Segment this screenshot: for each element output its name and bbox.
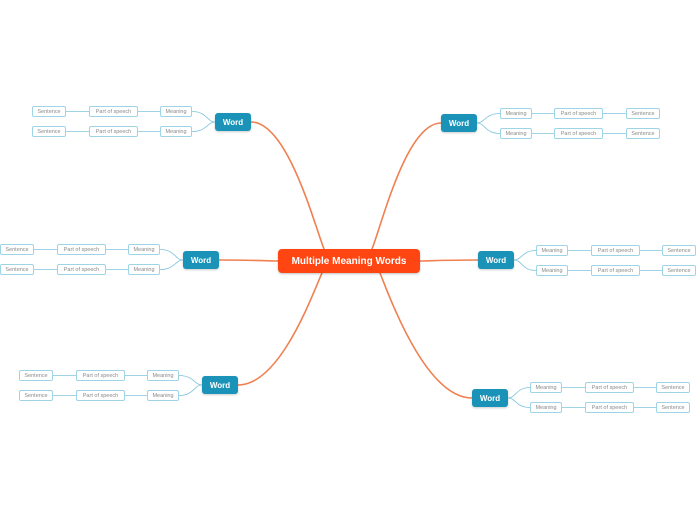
meaning-node[interactable]: Meaning (160, 106, 192, 117)
main-connector (237, 272, 323, 386)
part-of-speech-node[interactable]: Part of speech (585, 402, 634, 413)
sub-connector (476, 113, 501, 124)
main-connector (250, 121, 325, 250)
meaning-node[interactable]: Meaning (147, 390, 179, 401)
main-connector (419, 259, 479, 262)
sentence-node[interactable]: Sentence (32, 106, 66, 117)
part-of-speech-node[interactable]: Part of speech (76, 390, 125, 401)
sub-connector (191, 111, 216, 123)
meaning-node[interactable]: Meaning (536, 265, 568, 276)
part-of-speech-node[interactable]: Part of speech (585, 382, 634, 393)
sentence-node[interactable]: Sentence (662, 245, 696, 256)
meaning-node[interactable]: Meaning (147, 370, 179, 381)
branch-word[interactable]: Word (472, 389, 508, 407)
sentence-node[interactable]: Sentence (32, 126, 66, 137)
part-of-speech-node[interactable]: Part of speech (89, 106, 138, 117)
sentence-node[interactable]: Sentence (626, 128, 660, 139)
sub-connector (476, 122, 501, 134)
sub-connector (178, 375, 203, 386)
part-of-speech-node[interactable]: Part of speech (89, 126, 138, 137)
part-of-speech-node[interactable]: Part of speech (57, 264, 106, 275)
main-connector (379, 272, 473, 399)
sub-connector (507, 387, 531, 399)
sub-connector (191, 121, 216, 132)
central-topic[interactable]: Multiple Meaning Words (278, 249, 420, 273)
meaning-node[interactable]: Meaning (128, 244, 160, 255)
sentence-node[interactable]: Sentence (626, 108, 660, 119)
meaning-node[interactable]: Meaning (500, 108, 532, 119)
sub-connector (159, 259, 184, 270)
part-of-speech-node[interactable]: Part of speech (76, 370, 125, 381)
sub-connector (513, 259, 537, 271)
meaning-node[interactable]: Meaning (160, 126, 192, 137)
sub-connector (513, 250, 537, 261)
meaning-node[interactable]: Meaning (530, 402, 562, 413)
branch-word[interactable]: Word (441, 114, 477, 132)
branch-word[interactable]: Word (202, 376, 238, 394)
branch-word[interactable]: Word (183, 251, 219, 269)
sub-connector (178, 384, 203, 396)
meaning-node[interactable]: Meaning (500, 128, 532, 139)
sentence-node[interactable]: Sentence (19, 370, 53, 381)
part-of-speech-node[interactable]: Part of speech (554, 128, 603, 139)
main-connector (371, 122, 442, 250)
meaning-node[interactable]: Meaning (530, 382, 562, 393)
meaning-node[interactable]: Meaning (128, 264, 160, 275)
meaning-node[interactable]: Meaning (536, 245, 568, 256)
sub-connector (159, 249, 184, 261)
sub-connector (507, 397, 531, 408)
branch-word[interactable]: Word (478, 251, 514, 269)
part-of-speech-node[interactable]: Part of speech (554, 108, 603, 119)
sentence-node[interactable]: Sentence (662, 265, 696, 276)
main-connector (218, 259, 279, 262)
sentence-node[interactable]: Sentence (19, 390, 53, 401)
part-of-speech-node[interactable]: Part of speech (57, 244, 106, 255)
part-of-speech-node[interactable]: Part of speech (591, 265, 640, 276)
sentence-node[interactable]: Sentence (656, 382, 690, 393)
sentence-node[interactable]: Sentence (0, 244, 34, 255)
sentence-node[interactable]: Sentence (0, 264, 34, 275)
sentence-node[interactable]: Sentence (656, 402, 690, 413)
branch-word[interactable]: Word (215, 113, 251, 131)
part-of-speech-node[interactable]: Part of speech (591, 245, 640, 256)
